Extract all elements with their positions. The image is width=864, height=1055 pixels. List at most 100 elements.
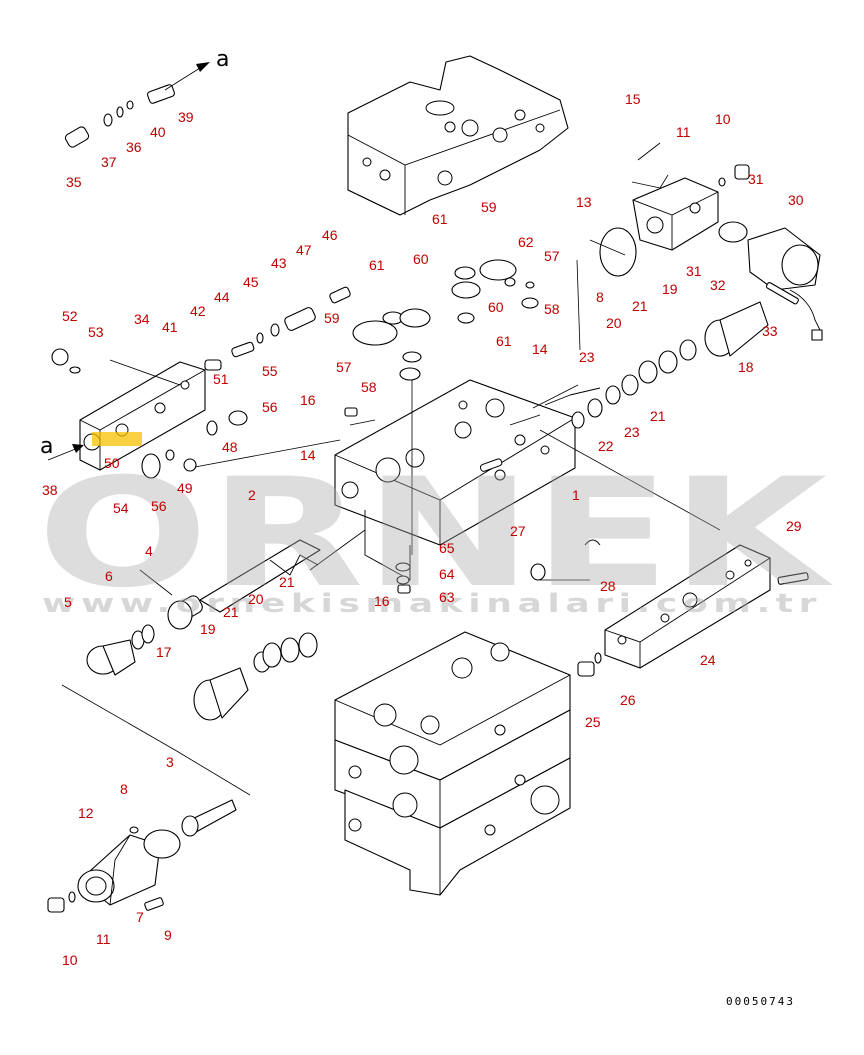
callout-12: 12 xyxy=(78,805,94,821)
callout-61-top: 61 xyxy=(432,211,448,227)
callout-57-left: 57 xyxy=(336,359,352,375)
callout-46: 46 xyxy=(322,227,338,243)
callout-5: 5 xyxy=(64,594,72,610)
callout-17: 17 xyxy=(156,644,172,660)
callout-47: 47 xyxy=(296,242,312,258)
callout-18: 18 xyxy=(738,359,754,375)
right-cover-plate xyxy=(604,544,771,669)
callout-53: 53 xyxy=(88,324,104,340)
callout-20-upper: 20 xyxy=(606,315,622,331)
callout-14-upper: 14 xyxy=(532,341,548,357)
callout-61-right: 61 xyxy=(496,333,512,349)
callout-58-left: 58 xyxy=(361,379,377,395)
callout-19-upper: 19 xyxy=(662,281,678,297)
callout-21-upper-b: 21 xyxy=(650,408,666,424)
callout-49: 49 xyxy=(177,480,193,496)
callout-51: 51 xyxy=(213,371,229,387)
callout-31-b: 31 xyxy=(686,263,702,279)
callout-21-lower-a: 21 xyxy=(279,574,295,590)
callout-32: 32 xyxy=(710,277,726,293)
callout-8-top: 8 xyxy=(596,289,604,305)
callout-40: 40 xyxy=(150,124,166,140)
callout-35: 35 xyxy=(66,174,82,190)
callout-4: 4 xyxy=(145,543,153,559)
callout-44: 44 xyxy=(214,289,230,305)
small-parts xyxy=(47,84,809,913)
watermark-brand: ORNEK xyxy=(37,447,833,621)
drawing-number: 00050743 xyxy=(726,995,795,1008)
callout-64: 64 xyxy=(439,566,455,582)
callout-54: 54 xyxy=(113,500,129,516)
callout-60-left: 60 xyxy=(413,251,429,267)
callout-21-upper-a: 21 xyxy=(632,298,648,314)
callout-59-left: 59 xyxy=(324,310,340,326)
callout-8-bottom: 8 xyxy=(120,781,128,797)
callout-45: 45 xyxy=(243,274,259,290)
watermark: ORNEK www.ornekismakinalari.com.tr xyxy=(37,447,833,621)
callout-28: 28 xyxy=(600,578,616,594)
callout-20-lower: 20 xyxy=(248,591,264,607)
callout-56-right: 56 xyxy=(262,399,278,415)
callout-43: 43 xyxy=(271,255,287,271)
callout-27: 27 xyxy=(510,523,526,539)
callout-58-right: 58 xyxy=(544,301,560,317)
callout-59-top: 59 xyxy=(481,199,497,215)
callout-25: 25 xyxy=(585,714,601,730)
callout-23-upper: 23 xyxy=(579,349,595,365)
watermark-url: www.ornekismakinalari.com.tr xyxy=(42,589,822,619)
callout-60-right: 60 xyxy=(488,299,504,315)
callout-33: 33 xyxy=(762,323,778,339)
callout-39: 39 xyxy=(178,109,194,125)
callout-56-left: 56 xyxy=(151,498,167,514)
callout-36: 36 xyxy=(126,139,142,155)
callout-55: 55 xyxy=(262,363,278,379)
callout-10-bottom: 10 xyxy=(62,952,78,968)
solenoid-valve xyxy=(718,221,823,341)
callout-29: 29 xyxy=(786,518,802,534)
callout-11-bottom: 11 xyxy=(96,931,111,947)
callout-65: 65 xyxy=(439,540,455,556)
callout-16-lower: 16 xyxy=(374,593,390,609)
callout-26: 26 xyxy=(620,692,636,708)
callout-50: 50 xyxy=(104,455,120,471)
callout-34: 34 xyxy=(134,311,150,327)
callout-11-top: 11 xyxy=(676,124,691,140)
callout-2: 2 xyxy=(248,487,256,503)
callout-57-right: 57 xyxy=(544,248,560,264)
callout-9: 9 xyxy=(164,927,172,943)
callout-10-top: 10 xyxy=(715,111,731,127)
callout-37: 37 xyxy=(101,154,117,170)
left-end-cover xyxy=(79,361,206,471)
callout-3: 3 xyxy=(166,754,174,770)
callout-19-lower: 19 xyxy=(200,621,216,637)
callout-61-left: 61 xyxy=(369,257,385,273)
callout-numbers: 1 2 3 4 5 6 7 8 8 9 10 10 11 11 12 13 14… xyxy=(42,91,804,968)
callout-48: 48 xyxy=(222,439,238,455)
callout-24: 24 xyxy=(700,652,716,668)
callout-1: 1 xyxy=(572,487,580,503)
callout-22: 22 xyxy=(598,438,614,454)
callout-62: 62 xyxy=(518,234,534,250)
spool-assembly xyxy=(86,301,769,837)
callout-6: 6 xyxy=(105,568,113,584)
arrow-label-top: a xyxy=(216,47,229,72)
lower-solenoid-housing xyxy=(77,834,161,906)
callout-63: 63 xyxy=(439,589,455,605)
callout-21-lower-b: 21 xyxy=(223,604,239,620)
callout-13: 13 xyxy=(576,194,592,210)
solenoid-block xyxy=(632,177,719,251)
callout-42: 42 xyxy=(190,303,206,319)
top-valve-body xyxy=(347,55,569,216)
callout-15: 15 xyxy=(625,91,641,107)
callout-52: 52 xyxy=(62,308,78,324)
center-valve-section xyxy=(334,379,576,581)
leader-lines xyxy=(47,62,721,796)
callout-23-lower: 23 xyxy=(624,424,640,440)
callout-31-a: 31 xyxy=(748,171,764,187)
bottom-valve-stack xyxy=(334,631,571,896)
arrow-label-left: a xyxy=(40,434,53,459)
callout-14-lower: 14 xyxy=(300,447,316,463)
callout-7: 7 xyxy=(136,909,144,925)
